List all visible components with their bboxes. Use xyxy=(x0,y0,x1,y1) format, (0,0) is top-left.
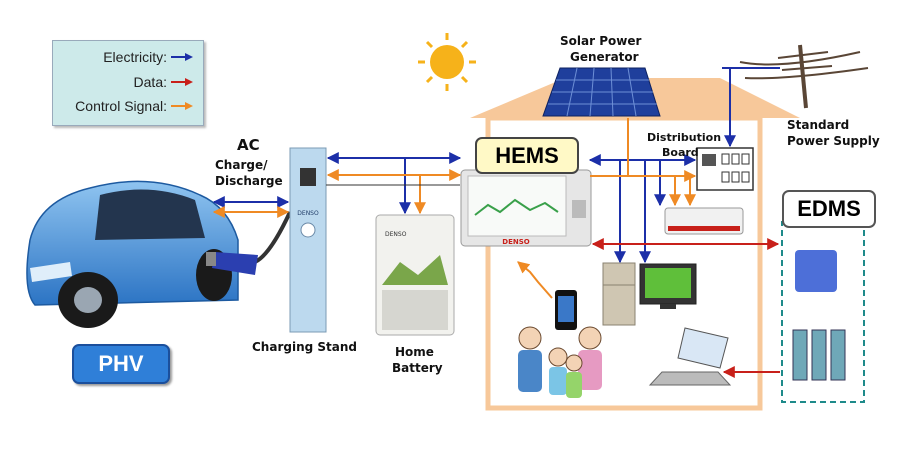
charge-discharge-label-line1: Charge/ xyxy=(215,158,268,172)
legend-electricity: Electricity: xyxy=(103,49,193,65)
edms-racks-icon xyxy=(792,329,846,381)
home-battery-label-line1: Home xyxy=(395,345,434,359)
solar-panel-icon xyxy=(542,67,661,117)
legend-control-signal: Control Signal: xyxy=(75,98,193,114)
charging-plug-icon xyxy=(206,211,292,275)
tv-icon xyxy=(639,263,697,309)
legend-control-signal-label: Control Signal: xyxy=(75,98,167,114)
data-arrows xyxy=(591,238,780,378)
hems-brand-text: DENSO xyxy=(502,238,529,246)
family-icon xyxy=(518,326,602,398)
phv-badge: PHV xyxy=(72,344,170,384)
distribution-board-icon xyxy=(696,147,754,191)
legend-data-label: Data: xyxy=(133,74,167,90)
power-pole-icon xyxy=(739,44,869,109)
legend: Electricity: Data: Control Signal: xyxy=(52,40,204,126)
solar-label-line2: Generator xyxy=(570,50,639,64)
legend-data-arrow-icon xyxy=(171,78,193,86)
legend-electricity-label: Electricity: xyxy=(103,49,167,65)
refrigerator-icon xyxy=(602,262,636,326)
standard-label-line2: Power Supply xyxy=(787,134,880,148)
standard-label-line1: Standard xyxy=(787,118,850,132)
control-signal-arrows xyxy=(212,118,697,299)
home-battery-icon: DENSO xyxy=(375,214,455,336)
charging-stand-label: Charging Stand xyxy=(252,340,357,354)
laptop-icon xyxy=(648,327,732,386)
ac-label: AC xyxy=(237,136,260,154)
home-battery-label-line2: Battery xyxy=(392,361,443,375)
legend-data: Data: xyxy=(134,74,193,90)
battery-brand-text: DENSO xyxy=(385,231,407,238)
edms-panel xyxy=(781,221,865,403)
edms-badge: EDMS xyxy=(782,190,876,228)
charging-stand-icon: DENSO xyxy=(289,147,327,333)
stand-brand-text: DENSO xyxy=(297,210,319,217)
phv-car-icon xyxy=(26,180,239,328)
house-wall xyxy=(485,115,763,411)
charge-discharge-label-line2: Discharge xyxy=(215,174,283,188)
sun-icon xyxy=(418,33,476,91)
smartphone-icon xyxy=(555,290,577,330)
distribution-label-line1: Distribution xyxy=(647,131,722,144)
air-conditioner-icon xyxy=(664,207,744,235)
solar-label-line1: Solar Power xyxy=(560,34,642,48)
hems-display-icon: DENSO xyxy=(460,169,592,247)
distribution-label-line2: Board xyxy=(662,146,699,159)
edms-server-icon xyxy=(795,250,837,292)
electricity-arrows xyxy=(212,67,780,264)
legend-control-signal-arrow-icon xyxy=(171,102,193,110)
legend-electricity-arrow-icon xyxy=(171,53,193,61)
hems-badge: HEMS xyxy=(475,137,579,174)
